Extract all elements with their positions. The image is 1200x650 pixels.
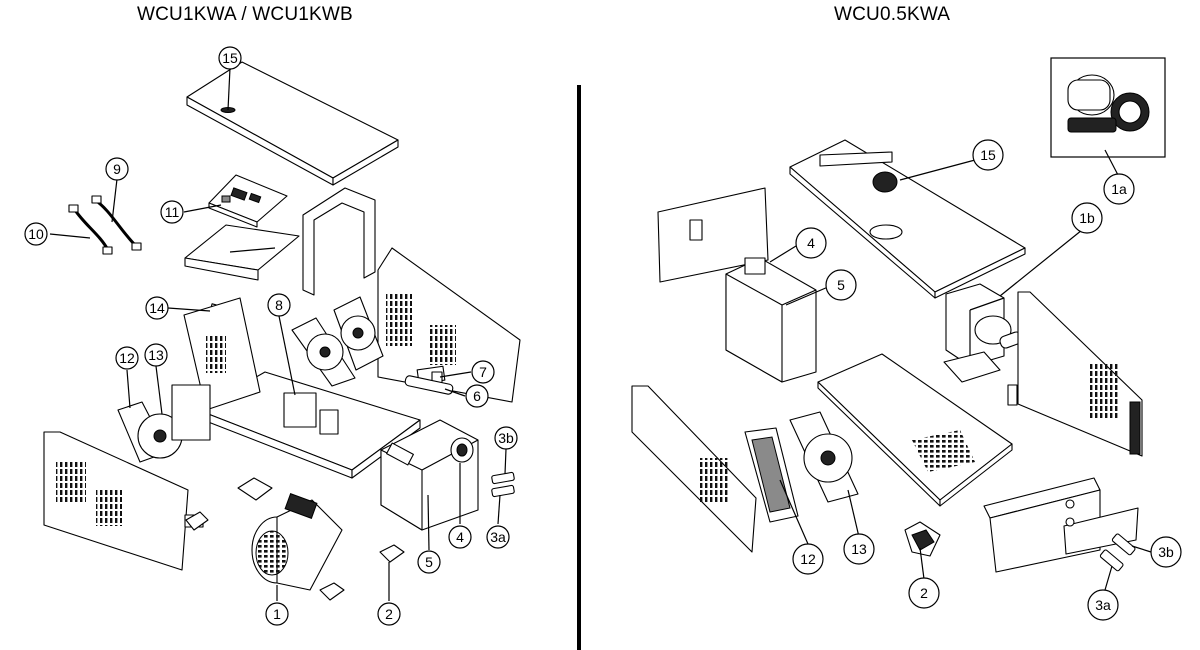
callout-label: 14 (149, 300, 165, 316)
callout-left-11: 11 (160, 200, 184, 224)
inset-pump (1067, 74, 1150, 133)
callout-right-3a: 3a (1087, 589, 1119, 621)
callout-label: 4 (456, 529, 464, 545)
left-reservoir-tank (380, 419, 479, 531)
left-u-bracket (302, 187, 376, 296)
callout-left-3b: 3b (494, 426, 518, 450)
right-parts (631, 57, 1166, 573)
left-top-cover (186, 61, 399, 186)
right-left-panel (631, 385, 757, 553)
callout-left-5: 5 (417, 550, 441, 574)
callout-label: 6 (473, 388, 481, 404)
callout-left-13: 13 (144, 343, 168, 367)
right-top-cover (789, 139, 1026, 299)
left-diagram-title: WCU1KWA / WCU1KWB (137, 4, 353, 25)
left-pump-motor (251, 493, 343, 591)
callout-right-5: 5 (825, 269, 857, 301)
callout-label: 7 (479, 364, 487, 380)
callout-label: 5 (425, 554, 433, 570)
callout-label: 12 (119, 350, 135, 366)
callout-left-6: 6 (465, 384, 489, 408)
callout-left-1: 1 (265, 602, 289, 626)
callout-label: 4 (807, 235, 815, 251)
callout-right-12: 12 (792, 543, 824, 575)
right-base-plate (817, 353, 1013, 507)
callout-label: 13 (851, 541, 867, 557)
callout-left-14: 14 (145, 296, 169, 320)
left-inline-filter (404, 375, 454, 395)
right-diagram-title: WCU0.5KWA (834, 4, 951, 25)
left-side-panel-right (377, 247, 521, 403)
callouts-right: 15 1a 1b 4 5 12 13 2 3b 3a (792, 139, 1182, 621)
callout-label: 3b (498, 430, 514, 446)
callout-label: 9 (113, 161, 121, 177)
right-pump-motor (943, 283, 1023, 406)
callout-left-15: 15 (218, 46, 242, 70)
callout-right-1a: 1a (1103, 173, 1135, 205)
callout-label: 2 (920, 585, 928, 601)
left-side-panel-left (43, 431, 204, 571)
callout-right-15: 15 (972, 139, 1004, 171)
callout-label: 13 (148, 347, 164, 363)
right-junction-part (904, 521, 941, 557)
callout-label: 11 (165, 204, 180, 220)
callout-label: 15 (222, 50, 238, 66)
callout-left-7: 7 (471, 360, 495, 384)
callout-label: 1b (1079, 210, 1095, 226)
callout-label: 10 (28, 226, 44, 242)
callout-right-13: 13 (843, 533, 875, 565)
callout-label: 5 (837, 277, 845, 293)
callout-label: 3b (1158, 544, 1174, 560)
callout-label: 15 (980, 147, 996, 163)
callout-left-3a: 3a (486, 525, 510, 549)
callout-left-2: 2 (377, 602, 401, 626)
callout-right-2: 2 (908, 577, 940, 609)
callout-left-12: 12 (115, 346, 139, 370)
callout-label: 1 (273, 606, 281, 622)
callout-right-3b: 3b (1150, 536, 1182, 568)
left-chassis-base (183, 297, 421, 479)
right-side-panel (1017, 291, 1143, 457)
callout-left-4: 4 (448, 525, 472, 549)
callout-left-9: 9 (105, 157, 129, 181)
left-fittings (491, 471, 515, 498)
callout-label: 1a (1111, 181, 1127, 197)
left-fan-assembly (291, 296, 384, 387)
callout-label: 3a (1095, 597, 1111, 613)
callout-label: 3a (490, 529, 506, 545)
left-parts (43, 61, 521, 601)
callout-left-10: 10 (24, 222, 48, 246)
section-divider (577, 85, 581, 650)
right-cooling-fan (789, 411, 859, 503)
left-rubber-feet (185, 477, 405, 601)
callout-right-4: 4 (795, 227, 827, 259)
left-front-fan (117, 384, 211, 463)
callouts-left: 15 9 11 10 14 8 12 13 7 6 3b 3a 4 5 1 2 (24, 46, 518, 626)
callout-right-1b: 1b (1071, 202, 1103, 234)
callout-label: 12 (800, 551, 816, 567)
callout-label: 8 (275, 297, 283, 313)
left-board-tray (184, 224, 300, 281)
right-back-panel (657, 187, 769, 283)
right-reservoir-tank (725, 257, 817, 383)
right-fittings (1099, 533, 1136, 572)
left-control-board (208, 174, 288, 228)
left-cable-harness (68, 195, 142, 255)
right-fan-guard (744, 427, 799, 523)
callout-left-8: 8 (267, 293, 291, 317)
callout-label: 2 (385, 606, 393, 622)
leader-lines (49, 67, 1152, 601)
